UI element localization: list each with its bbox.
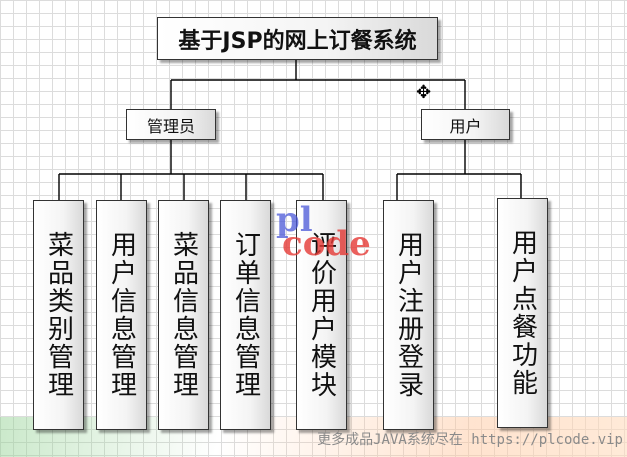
root-node: 基于JSP的网上订餐系统: [157, 17, 438, 60]
footer-watermark-text: 更多成品JAVA系统尽在 https://plcode.vip: [317, 432, 623, 448]
move-cursor-icon: ✥: [416, 82, 432, 103]
watermark-pl: pl: [276, 200, 313, 240]
leaf-user-info-management: 用户信息管理: [96, 200, 147, 430]
leaf-user-register-login: 用户注册登录: [383, 200, 434, 430]
leaf-user-ordering: 用户点餐功能: [497, 198, 548, 428]
user-node: 用户: [421, 109, 510, 140]
watermark-code: code: [282, 224, 371, 264]
admin-node: 管理员: [126, 109, 216, 140]
leaf-dish-category-management: 菜品类别管理: [33, 200, 84, 430]
leaf-order-info-management: 订单信息管理: [220, 200, 271, 430]
leaf-dish-info-management: 菜品信息管理: [158, 200, 209, 430]
leaf-review-user-module: 评价用户模块: [296, 200, 347, 430]
